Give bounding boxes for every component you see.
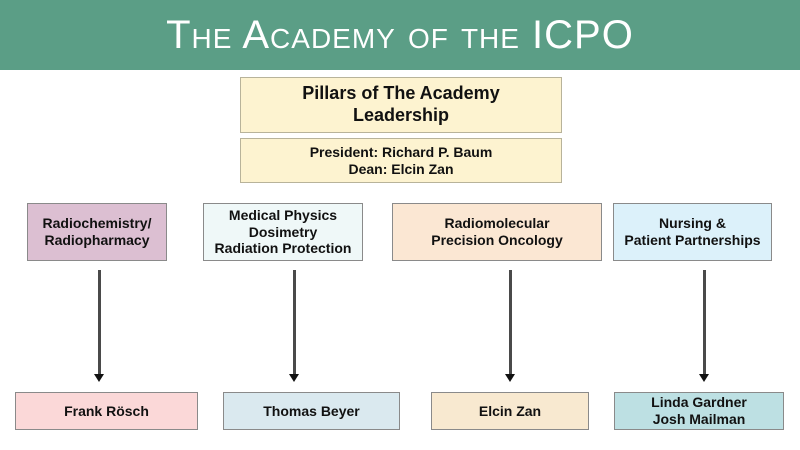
pillar-label-line: Dosimetry: [248, 223, 318, 240]
pillar-label-line: Radiopharmacy: [44, 232, 150, 248]
lead-radiomolecular-oncology: Elcin Zan: [431, 392, 589, 430]
lead-name: Josh Mailman: [652, 411, 746, 427]
down-arrow-connector: [289, 270, 299, 382]
lead-name: Frank Rösch: [64, 402, 149, 419]
down-arrow-connector: [94, 270, 104, 382]
page-title: The Academy of the ICPO: [166, 12, 634, 57]
lead-name: Thomas Beyer: [263, 402, 360, 419]
lead-name: Linda Gardner: [651, 394, 747, 411]
dean-text: Dean: Elcin Zan: [348, 160, 454, 177]
pillar-label-line: Medical Physics: [228, 206, 338, 223]
pillars-box-line: Pillars of The Academy: [302, 83, 500, 104]
pillar-radiomolecular-oncology: Radiomolecular Precision Oncology: [392, 203, 602, 261]
president-text: President: Richard P. Baum: [309, 143, 493, 160]
title-bar: The Academy of the ICPO: [0, 0, 800, 70]
leadership-names-box: President: Richard P. Baum Dean: Elcin Z…: [240, 138, 562, 183]
pillar-radiochemistry: Radiochemistry/ Radiopharmacy: [27, 203, 167, 261]
lead-nursing-patient-partnerships: Linda Gardner Josh Mailman: [614, 392, 784, 430]
pillars-of-academy-box: Pillars of The Academy Leadership: [240, 77, 562, 133]
lead-radiochemistry: Frank Rösch: [15, 392, 198, 430]
down-arrow-connector: [699, 270, 709, 382]
pillar-medical-physics: Medical Physics Dosimetry Radiation Prot…: [203, 203, 363, 261]
down-arrow-connector: [505, 270, 515, 382]
pillar-label-line: Radiochemistry/: [42, 215, 152, 232]
pillar-label-line: Radiation Protection: [214, 240, 352, 257]
lead-medical-physics: Thomas Beyer: [223, 392, 400, 430]
pillar-label-line: Radiomolecular: [444, 215, 550, 232]
pillars-box-line: Leadership: [352, 105, 450, 125]
pillar-nursing-patient-partnerships: Nursing & Patient Partnerships: [613, 203, 772, 261]
pillar-label-line: Nursing &: [659, 215, 726, 232]
pillar-label-line: Precision Oncology: [431, 232, 563, 248]
pillar-label-line: Patient Partnerships: [624, 232, 761, 248]
lead-name: Elcin Zan: [478, 402, 542, 419]
